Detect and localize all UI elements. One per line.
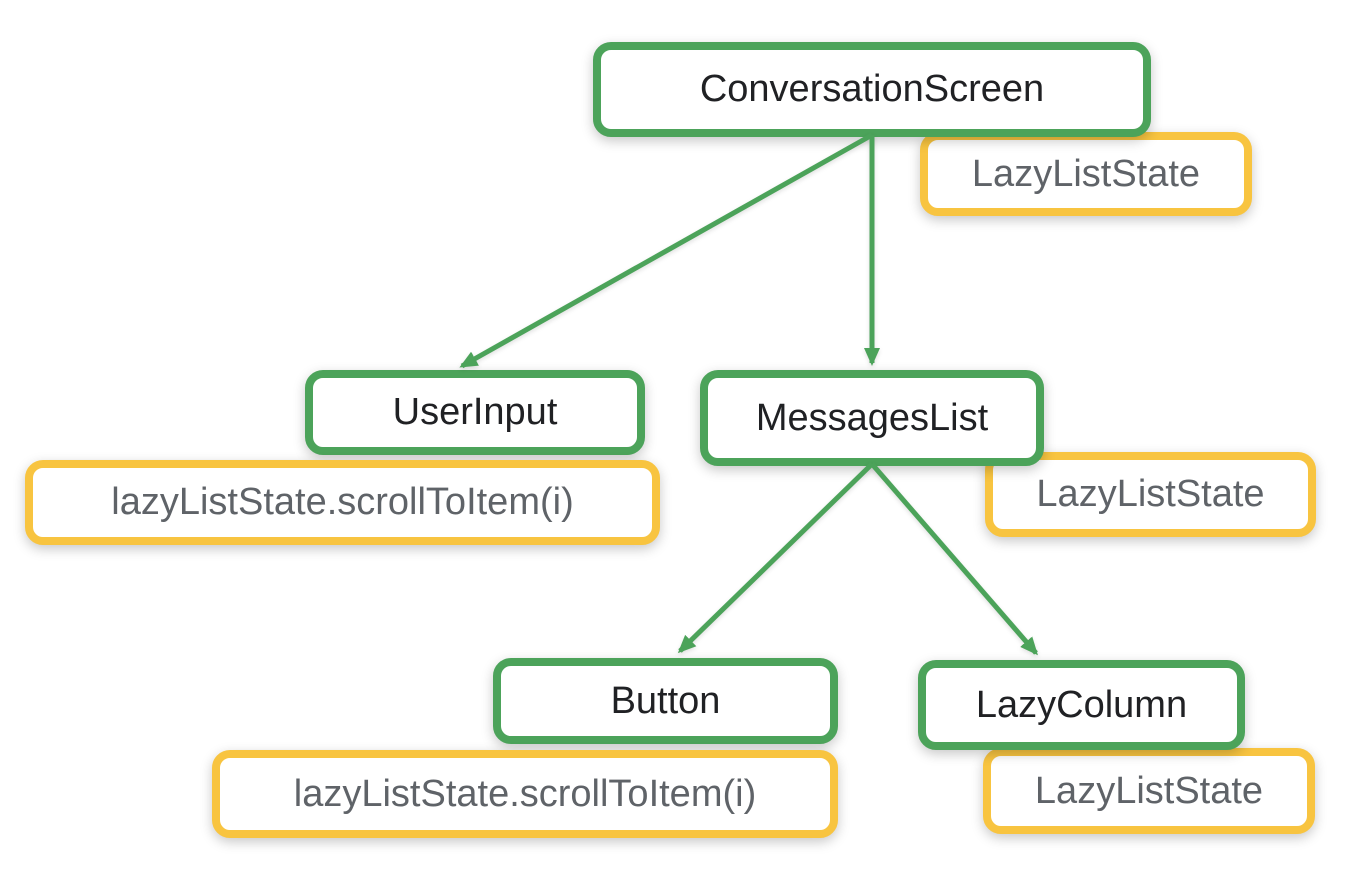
node-label: Button [610, 679, 721, 722]
node-label: UserInput [392, 391, 558, 433]
state-tag-label: LazyListState [1036, 473, 1265, 515]
node-button: Button [493, 658, 838, 744]
state-tag-lazycolumn-lazyliststate: LazyListState [983, 748, 1315, 834]
edge-messageslist-to-button [677, 462, 874, 654]
state-tag-label: lazyListState.scrollToItem(i) [293, 772, 757, 815]
node-lazycolumn: LazyColumn [918, 660, 1245, 750]
node-label: MessagesList [755, 396, 989, 439]
state-tag-userinput-scrolltoitem: lazyListState.scrollToItem(i) [25, 460, 660, 545]
state-tag-label: LazyListState [971, 152, 1201, 195]
state-tag-conversation-lazyliststate: LazyListState [920, 132, 1252, 216]
node-messageslist: MessagesList [700, 370, 1044, 466]
edge-conversationscreen-to-userinput [459, 132, 874, 369]
node-label: ConversationScreen [699, 68, 1045, 110]
state-tag-label: LazyListState [1034, 769, 1264, 812]
node-conversationscreen: ConversationScreen [593, 42, 1151, 137]
node-label: LazyColumn [975, 683, 1188, 726]
state-tag-label: lazyListState.scrollToItem(i) [111, 481, 574, 523]
node-userinput: UserInput [305, 370, 645, 455]
state-tag-button-scrolltoitem: lazyListState.scrollToItem(i) [212, 750, 838, 838]
state-tag-messageslist-lazyliststate: LazyListState [985, 452, 1316, 537]
